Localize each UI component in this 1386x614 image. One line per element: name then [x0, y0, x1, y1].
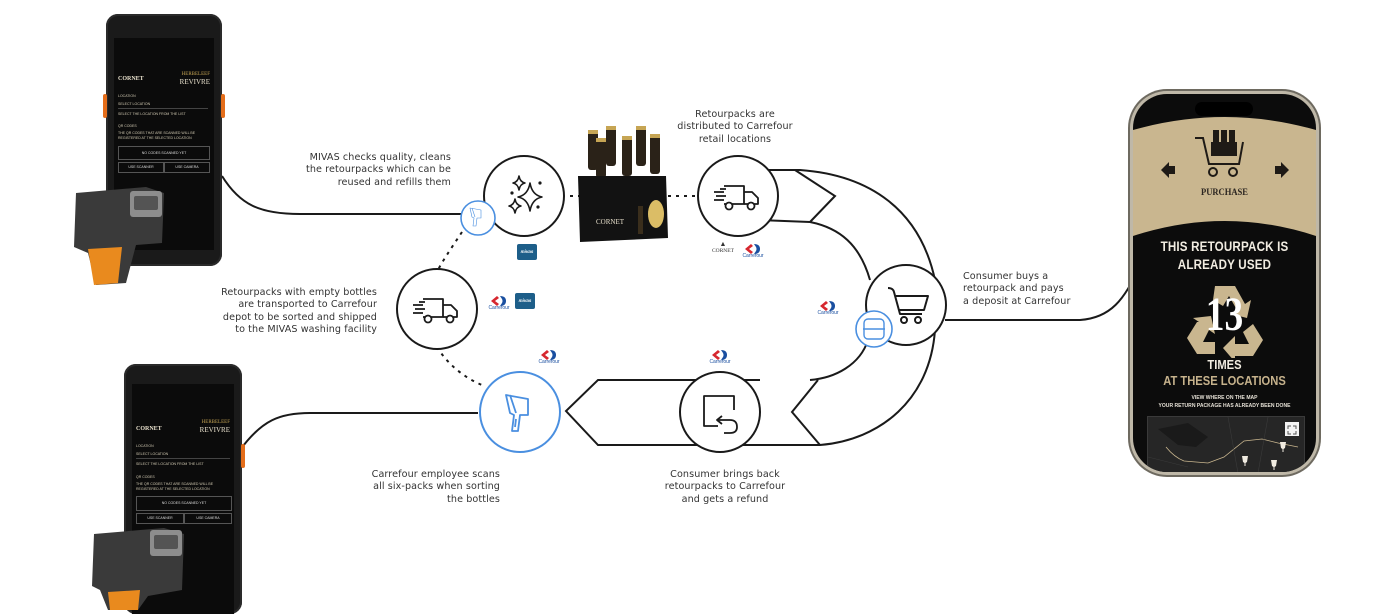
times-label: TIMES — [1207, 357, 1242, 372]
qr-codes-label: QR CODES — [136, 475, 155, 479]
step-circle-distribute — [697, 155, 779, 237]
cornet-logo: ▲CORNET — [712, 240, 734, 254]
connector-bottom-handheld — [239, 412, 478, 451]
headline-line2: ALREADY USED — [1177, 257, 1272, 272]
use-camera-button[interactable]: USE CAMERA — [184, 513, 232, 524]
expand-icon — [1287, 425, 1297, 435]
herbeleef-brand: HERBELEEF — [181, 72, 210, 77]
step-circle-refill — [483, 155, 565, 237]
band-top-chevron — [794, 169, 837, 223]
beer-glass-marker-icon[interactable] — [1241, 455, 1249, 467]
band-top-outer — [760, 169, 936, 281]
no-codes-button[interactable]: NO CODES SCANNED YET — [118, 146, 210, 160]
delivery-truck-icon — [714, 185, 759, 211]
delivery-truck-icon — [413, 298, 458, 324]
revivre-brand: REVIVRE — [199, 426, 230, 434]
recycle-icon — [1187, 286, 1263, 358]
band-top-inner — [759, 219, 871, 281]
location-label: LOCATION — [118, 94, 136, 98]
caption-refill: MIVAS checks quality, cleans the retourp… — [305, 152, 451, 188]
location-label: LOCATION — [136, 444, 154, 448]
location-helper: SELECT THE LOCATION FROM THE LIST — [136, 462, 204, 466]
ring-scanner-device — [74, 187, 164, 285]
six-pack-brand: CORNET — [596, 218, 625, 226]
stage-label: PURCHASE — [1200, 188, 1249, 198]
dynamic-island — [1195, 102, 1253, 116]
cornet-brand: CORNET — [136, 426, 162, 432]
return-box-icon — [703, 395, 738, 434]
previous-arrow-icon[interactable] — [1161, 162, 1175, 178]
beer-glass-marker-icon[interactable] — [1279, 441, 1287, 453]
headline-line1: THIS RETOURPACK IS — [1160, 239, 1289, 254]
qr-codes-text: THE QR CODES THAT ARE SCANNED WILL BE RE… — [118, 131, 196, 140]
ring-scanner-device — [92, 528, 184, 610]
location-helper: SELECT THE LOCATION FROM THE LIST — [118, 112, 186, 116]
herbeleef-brand: HERBELEEF — [201, 420, 230, 425]
caption-scan: Carrefour employee scans all six-packs w… — [371, 469, 500, 505]
cart-with-bottles-icon — [1195, 130, 1244, 177]
expand-map-button[interactable] — [1285, 422, 1299, 436]
six-pack-product: CORNET — [578, 126, 668, 242]
barcode-scanner-icon — [505, 394, 529, 432]
handheld-scanner-device-top: CORNET HERBELEEF REVIVRE LOCATION SELECT… — [103, 14, 225, 266]
band-bottom-chevron — [790, 379, 821, 446]
caption-return: Consumer brings back retourpacks to Carr… — [664, 469, 786, 505]
tan-header-band — [1133, 117, 1316, 236]
dotted-scanbadge-to-transport — [437, 231, 463, 271]
consumer-smartphone: PURCHASE THIS RETOURPACK IS ALREADY USED… — [1133, 94, 1316, 472]
dotted-transport-to-scan — [436, 346, 483, 386]
cornet-brand: CORNET — [118, 76, 144, 82]
caption-transport: Retourpacks with empty bottles are trans… — [221, 287, 377, 336]
carrefour-logo: Carrefour — [534, 346, 564, 368]
mivas-logo: mivas — [517, 244, 537, 260]
map-hint-line2: YOUR RETURN PACKAGE HAS ALREADY BEEN DON… — [1158, 403, 1291, 409]
reuse-count: 13 — [1205, 288, 1244, 341]
map-hint-line1: VIEW WHERE ON THE MAP — [1191, 395, 1258, 401]
use-camera-button[interactable]: USE CAMERA — [164, 162, 210, 173]
location-select[interactable]: SELECT LOCATION — [136, 452, 230, 459]
barcode-scanner-icon — [469, 207, 482, 227]
step-circle-return — [679, 371, 761, 453]
qr-codes-text: THE QR CODES THAT ARE SCANNED WILL BE RE… — [136, 482, 214, 491]
carrefour-logo: Carrefour — [738, 240, 768, 262]
side-button — [221, 94, 225, 118]
connector-top-handheld — [221, 175, 462, 215]
carrefour-logo: Carrefour — [705, 346, 735, 368]
no-codes-button[interactable]: NO CODES SCANNED YET — [136, 496, 232, 511]
band-bottom-inner — [809, 339, 869, 381]
locations-label: AT THESE LOCATIONS — [1163, 373, 1286, 388]
shopping-cart-icon — [887, 287, 929, 324]
sparkles-icon — [508, 175, 543, 214]
caption-purchase: Consumer buys a retourpack and pays a de… — [963, 271, 1071, 307]
qr-codes-label: QR CODES — [118, 124, 137, 128]
beer-glass-marker-icon[interactable] — [1270, 459, 1278, 471]
side-button — [241, 444, 245, 468]
step-circle-transport — [396, 268, 478, 350]
band-bottom-outer — [564, 329, 936, 446]
locations-map[interactable] — [1147, 416, 1305, 472]
map-route — [1148, 417, 1299, 472]
package-scan-icon — [863, 318, 885, 340]
revivre-brand: REVIVRE — [179, 78, 210, 86]
mivas-logo: mivas — [515, 293, 535, 309]
next-arrow-icon[interactable] — [1275, 162, 1289, 178]
step-circle-scan — [479, 371, 561, 453]
carrefour-logo: Carrefour — [813, 297, 843, 319]
use-scanner-button[interactable]: USE SCANNER — [118, 162, 164, 173]
caption-distribute: Retourpacks are distributed to Carrefour… — [677, 109, 793, 145]
side-button — [103, 94, 107, 118]
location-select[interactable]: SELECT LOCATION — [118, 102, 208, 109]
use-scanner-button[interactable]: USE SCANNER — [136, 513, 184, 524]
carrefour-logo: Carrefour — [484, 292, 514, 314]
